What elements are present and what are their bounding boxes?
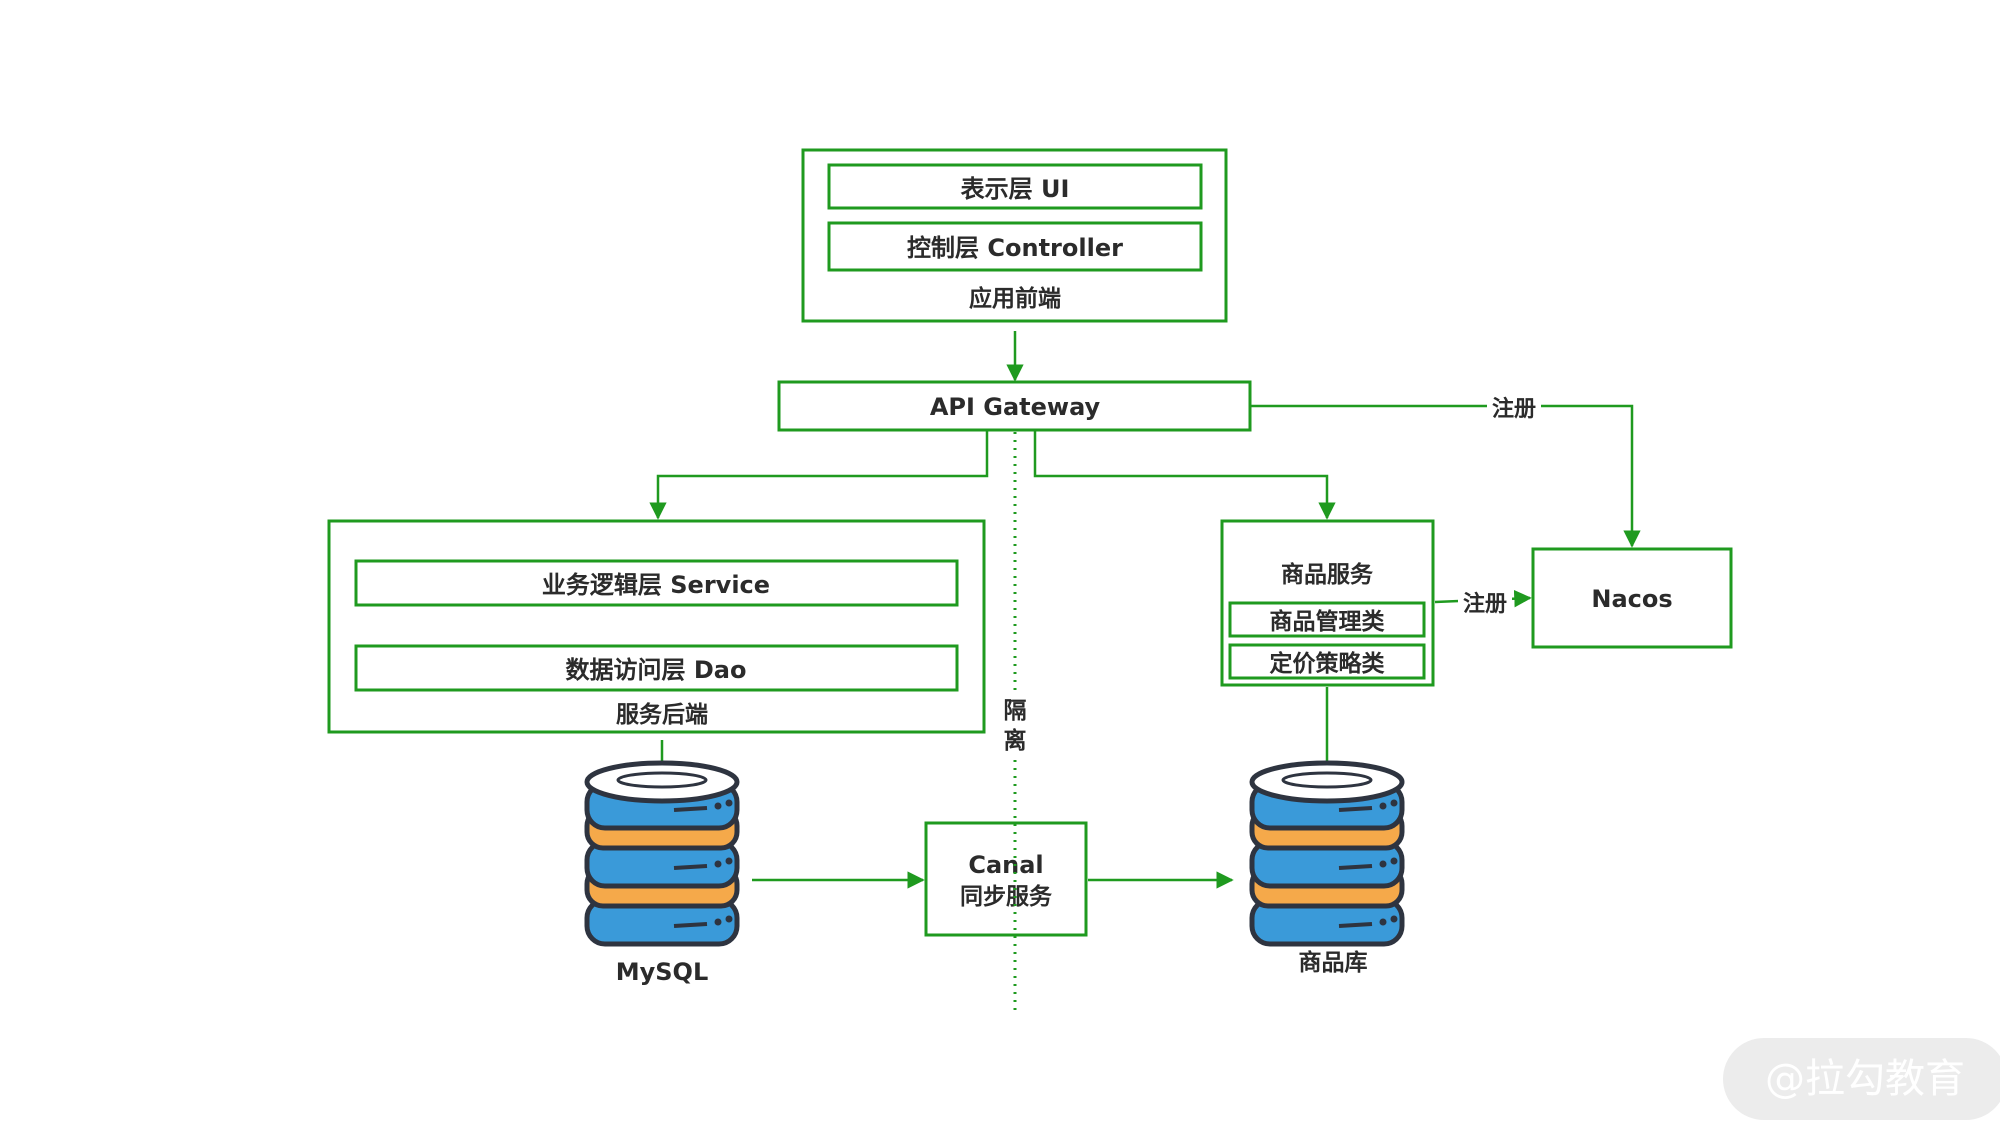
gateway-register-label-bg (1487, 391, 1541, 421)
frontend-container: 表示层 UI 控制层 Controller 应用前端 (801, 148, 1228, 323)
edge-gateway-to-backend (649, 430, 989, 520)
pricing-class-label: 定价策略类 (1270, 650, 1385, 677)
service-register-label: 注册 (1463, 591, 1507, 617)
controller-layer-label: 控制层 Controller (907, 234, 1123, 262)
backend-box (327, 519, 986, 734)
isolation-label-bottom: 离 (1004, 727, 1027, 754)
edge-gateway-register-nacos (1250, 404, 1641, 548)
service-register-label-bg (1458, 586, 1512, 616)
product-service-title: 商品服务 (1281, 561, 1374, 588)
ui-layer-box (827, 163, 1203, 210)
backend-container: 业务逻辑层 Service 数据访问层 Dao 服务后端 (327, 519, 986, 734)
pricing-class-box (1228, 643, 1426, 680)
isolation-label-bg (998, 692, 1032, 754)
canal-sync-label: 同步服务 (960, 884, 1053, 910)
mgmt-class-box (1228, 601, 1426, 638)
edge-gateway-to-product-service (1033, 430, 1336, 520)
isolation-label-top: 隔 (1004, 698, 1027, 724)
controller-layer-box (827, 221, 1203, 272)
dao-layer-box (354, 644, 959, 692)
gateway-register-label: 注册 (1492, 396, 1536, 422)
dao-layer-label: 数据访问层 Dao (566, 656, 747, 684)
service-layer-label: 业务逻辑层 Service (542, 571, 770, 599)
product-db-database-icon (1249, 760, 1405, 947)
nacos-box (1531, 547, 1733, 649)
mysql-label: MySQL (616, 958, 709, 986)
api-gateway-label: API Gateway (930, 393, 1101, 421)
mgmt-class-label: 商品管理类 (1270, 608, 1385, 635)
frontend-title: 应用前端 (969, 285, 1061, 312)
ui-layer-label: 表示层 UI (961, 175, 1070, 203)
product-db-label: 商品库 (1299, 949, 1368, 976)
mysql-database-icon (584, 760, 740, 947)
watermark-badge (1723, 1038, 2000, 1120)
product-service-container: 商品服务 商品管理类 定价策略类 (1220, 519, 1435, 687)
backend-title: 服务后端 (616, 702, 708, 728)
canal-box (924, 821, 1088, 937)
service-layer-box (354, 559, 959, 607)
nacos-label: Nacos (1591, 585, 1672, 613)
canal-label: Canal (968, 851, 1043, 879)
watermark-text: @拉勾教育 (1765, 1056, 1965, 1102)
